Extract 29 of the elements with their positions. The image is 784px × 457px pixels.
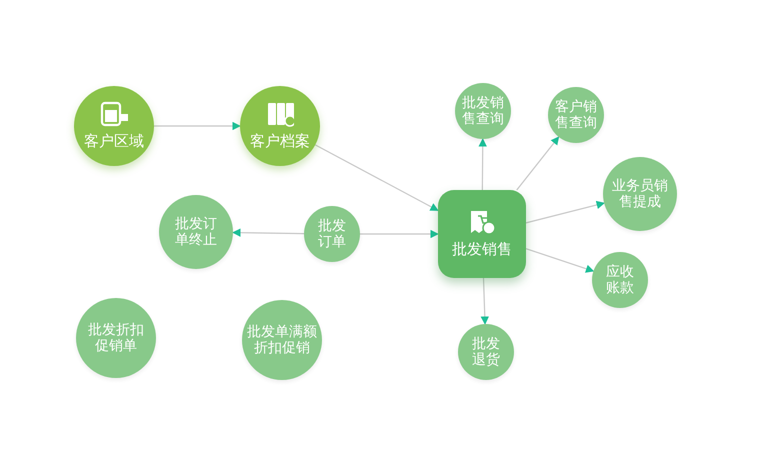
node-label: 批发销售查询 [461,94,505,128]
process-circle [592,252,648,308]
arrow [516,136,560,190]
arrow [478,138,487,190]
node-label: 客户区域 [83,133,145,151]
node-label: 业务员销售提成 [611,178,669,210]
process-circle [240,86,320,166]
arrow [526,200,605,224]
node-label: 应收账款 [605,264,635,296]
process-circle [548,87,604,143]
process-box [438,190,526,278]
node-label: 客户档案 [249,133,311,151]
node-label: 批发折扣促销单 [87,322,145,354]
arrow [526,248,594,273]
arrow [232,228,304,237]
arrow [360,230,439,238]
process-circle [304,206,360,262]
node-label: 批发订单终止 [174,216,218,248]
arrow [315,144,439,211]
node-label: 批发退货 [471,336,501,368]
process-circle [458,324,514,380]
node-label: 批发销售 [451,241,513,259]
arrow [480,278,489,325]
node-label: 批发单满额折扣促销 [246,324,318,356]
process-circle [455,83,511,139]
node-label: 批发订单 [317,218,347,250]
node-label: 客户销售查询 [554,98,598,132]
process-circle [74,86,154,166]
arrow [154,122,241,130]
